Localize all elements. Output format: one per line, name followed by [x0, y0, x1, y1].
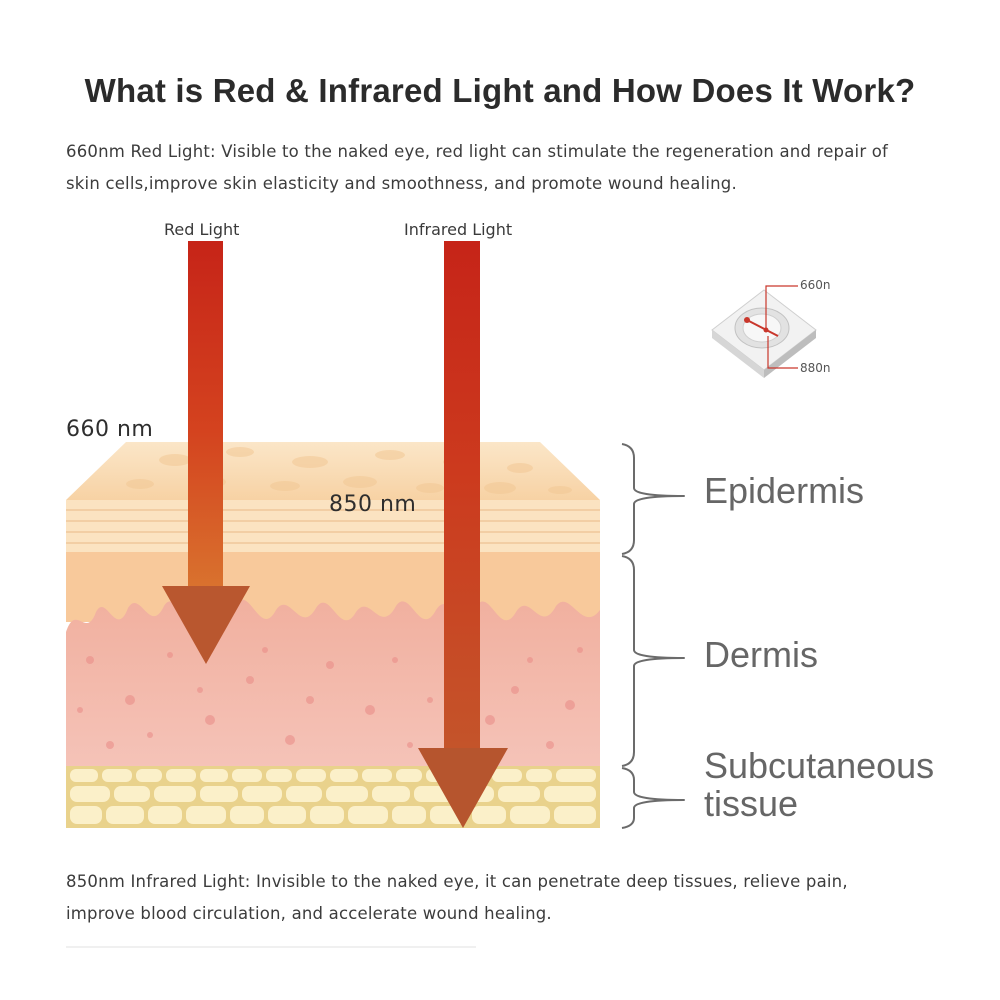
epidermis-cells — [126, 447, 572, 494]
dermis-label: Dermis — [704, 634, 818, 675]
subcutaneous-label: Subcutaneous tissue — [704, 747, 934, 823]
red-light-label: Red Light — [164, 220, 240, 239]
infrared-light-description-line-2: improve blood circulation, and accelerat… — [66, 904, 552, 923]
subcutaneous-bracket — [621, 767, 685, 829]
red-wavelength-label: 660 nm — [66, 417, 154, 442]
led-chip — [711, 285, 817, 378]
layer-brackets — [621, 443, 685, 829]
red-light-description: 660nm Red Light: Visible to the naked ey… — [66, 136, 888, 200]
red-light-description-line-2: skin cells,improve skin elasticity and s… — [66, 174, 737, 193]
page-title: What is Red & Infrared Light and How Doe… — [84, 72, 916, 109]
infrared-light-description: 850nm Infrared Light: Invisible to the n… — [66, 866, 848, 930]
chip-bottom-label: 880n — [800, 361, 831, 375]
dermis-bracket — [621, 555, 685, 767]
dermis-layer — [66, 599, 600, 768]
infrared-light-beam — [444, 241, 480, 749]
infrared-wavelength-label: 850 nm — [329, 492, 417, 517]
infrared-light-description-line-1: 850nm Infrared Light: Invisible to the n… — [66, 872, 848, 891]
red-light-description-line-1: 660nm Red Light: Visible to the naked ey… — [66, 142, 889, 161]
epidermis-bracket — [621, 443, 685, 555]
bottom-divider — [66, 946, 476, 948]
infrared-light-arrowhead — [418, 748, 508, 828]
fat-cells — [70, 769, 596, 824]
infrared-light-label: Infrared Light — [404, 220, 513, 239]
red-light-beam — [188, 241, 223, 588]
epidermis-stripes — [66, 509, 600, 544]
chip-top-label: 660n — [800, 278, 831, 292]
subcutaneous-label-line-2: tissue — [704, 783, 799, 824]
epidermis-label: Epidermis — [704, 470, 865, 511]
subcutaneous-label-line-1: Subcutaneous — [704, 745, 935, 786]
red-light-arrowhead — [162, 586, 250, 664]
dermis-dots — [77, 647, 583, 749]
